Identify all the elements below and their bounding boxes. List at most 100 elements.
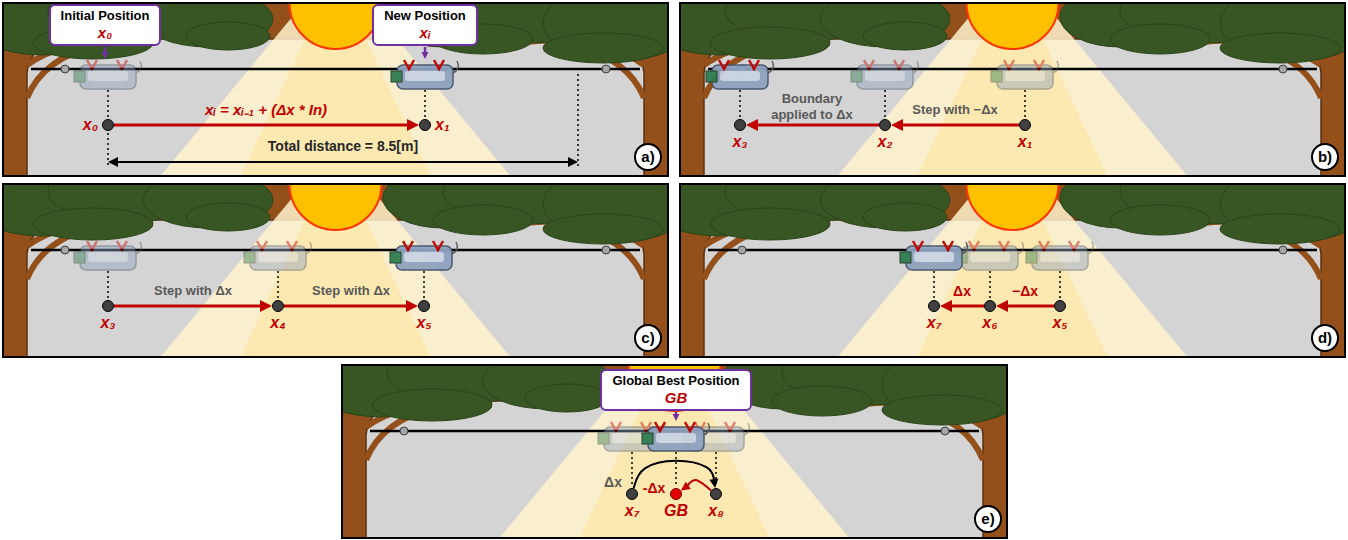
robot-arm — [453, 61, 458, 73]
robot-wheel — [403, 241, 413, 250]
robot-wheel — [864, 60, 874, 69]
step-label: xᵢ = xᵢ₋₁ + (Δx * In) — [205, 102, 327, 118]
robot-arm — [913, 61, 918, 73]
robot-wheel — [117, 241, 127, 250]
robot-wheel — [725, 422, 735, 431]
robot-wheel — [685, 422, 695, 431]
robot-wheel — [719, 60, 729, 69]
sun — [290, 3, 382, 49]
pointer-line — [675, 412, 678, 415]
panel-frame — [680, 184, 1345, 357]
panel-badge: a) — [634, 143, 662, 171]
cable-robot — [74, 60, 141, 89]
robot-body — [997, 65, 1053, 89]
position-callout: New Positionxᵢ — [372, 4, 478, 46]
tree-canopy — [882, 395, 1002, 425]
pointer-line — [104, 47, 107, 53]
cable-robot — [851, 60, 918, 89]
robot-wheel — [87, 241, 97, 250]
robot-sensor — [851, 71, 862, 82]
robot-panel — [970, 252, 1010, 262]
position-callout: Initial Positionx₀ — [49, 4, 162, 46]
sun — [967, 3, 1059, 49]
step-arrow — [681, 480, 711, 491]
robot-sensor — [642, 433, 653, 444]
robot-body — [397, 65, 453, 89]
tree-canopy — [1110, 24, 1210, 54]
pointer-line — [424, 47, 427, 53]
panel-badge: e) — [974, 505, 1002, 533]
robot-sensor — [391, 71, 402, 82]
robot-wheel — [1004, 60, 1014, 69]
robot-body — [396, 246, 452, 270]
cable-robot — [74, 241, 141, 270]
position-symbol: x₆ — [982, 314, 997, 332]
tree-canopy — [186, 22, 270, 50]
arrow-line — [901, 124, 1019, 127]
position-symbol: x₈ — [708, 502, 723, 520]
robot-wheel — [433, 241, 443, 250]
position-symbol: x₁ — [1018, 133, 1033, 151]
position-guide — [884, 90, 886, 118]
robot-wheel — [655, 422, 665, 431]
robot-arm — [744, 423, 749, 435]
step-arrow — [996, 300, 1054, 312]
robot-panel — [88, 252, 128, 262]
panel-frame — [342, 365, 1007, 538]
tree-canopy — [1220, 33, 1340, 63]
step-label: Δx — [953, 283, 971, 299]
tree-canopy — [543, 214, 663, 244]
step-arrow — [940, 300, 984, 312]
panel-badge: d) — [1311, 324, 1339, 352]
robot-wheel — [943, 241, 953, 250]
position-symbol: x₃ — [100, 314, 115, 332]
forest-panel — [342, 365, 1007, 538]
cable-robot — [706, 60, 773, 89]
position-guide — [1024, 90, 1026, 118]
robot-sensor — [706, 71, 717, 82]
robot-wheel — [404, 60, 414, 69]
position-guide — [424, 90, 426, 118]
step-arrow — [114, 119, 419, 131]
step-label: Boundary applied to Δx — [762, 91, 862, 123]
robot-panel — [612, 433, 652, 443]
position-dot: x₀ — [102, 119, 114, 131]
robot-wheel — [87, 60, 97, 69]
robot-wheel — [969, 241, 979, 250]
robot-wheel — [1034, 60, 1044, 69]
cable-robot — [1026, 241, 1093, 270]
tree-canopy — [710, 27, 830, 59]
cable-anchor — [602, 65, 610, 73]
robot-wheel — [1069, 241, 1079, 250]
position-dot: x₁ — [1019, 119, 1031, 131]
sun — [967, 184, 1059, 230]
tree-canopy — [33, 208, 153, 240]
arrowhead — [746, 119, 758, 131]
robot-arm — [452, 242, 457, 254]
robot-body — [80, 65, 136, 89]
robot-sensor — [244, 252, 255, 263]
arrow-line — [950, 305, 984, 308]
robot-panel — [405, 71, 445, 81]
arrow-line — [114, 305, 262, 308]
position-callout: Global Best PositionGB — [600, 369, 751, 411]
panel-letter: a) — [641, 149, 654, 165]
cable-robot — [390, 241, 457, 270]
step-label: −Δx — [1012, 283, 1038, 299]
tree-canopy — [710, 208, 830, 240]
arrowhead — [407, 119, 419, 131]
position-symbol: x₁ — [435, 116, 450, 134]
callout-pointers — [102, 47, 680, 421]
cable-anchor — [1279, 65, 1287, 73]
position-guide — [107, 271, 109, 299]
robot-wheel — [287, 241, 297, 250]
dimension-guide — [107, 133, 109, 168]
position-symbol: x₇ — [625, 502, 640, 520]
robot-sensor — [1026, 252, 1037, 263]
robot-body — [1032, 246, 1088, 270]
position-guide — [739, 90, 741, 118]
robot-sensor — [991, 71, 1002, 82]
panel-letter: b) — [1318, 149, 1332, 165]
cable-robot — [642, 422, 709, 451]
